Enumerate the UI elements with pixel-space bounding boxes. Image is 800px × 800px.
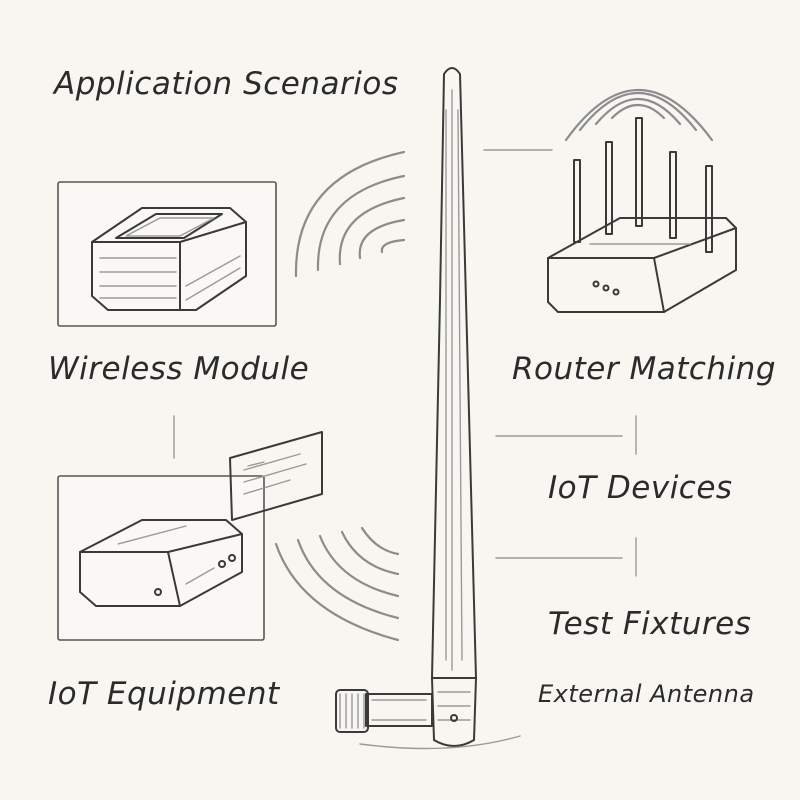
label-iot-equipment: IoT Equipment bbox=[48, 676, 280, 712]
label-test-fixtures: Test Fixtures bbox=[548, 606, 752, 642]
router-icon bbox=[483, 89, 737, 313]
iot-equipment-icon bbox=[79, 519, 243, 607]
wireless-module-icon bbox=[91, 207, 247, 311]
label-iot-devices: IoT Devices bbox=[548, 470, 733, 506]
iot-equipment-panel bbox=[57, 415, 323, 641]
antenna-icon bbox=[335, 67, 521, 750]
iot-waves bbox=[274, 526, 400, 642]
data-card-icon bbox=[229, 431, 323, 521]
page-title: Application Scenarios bbox=[54, 66, 399, 102]
wireless-module-panel bbox=[57, 181, 277, 327]
connector-lines bbox=[495, 415, 637, 577]
wireless-module-waves bbox=[294, 150, 406, 278]
label-external-antenna: External Antenna bbox=[538, 680, 755, 708]
label-wireless-module: Wireless Module bbox=[48, 351, 310, 387]
sma-connector-icon bbox=[335, 689, 433, 733]
label-router-matching: Router Matching bbox=[512, 351, 777, 387]
